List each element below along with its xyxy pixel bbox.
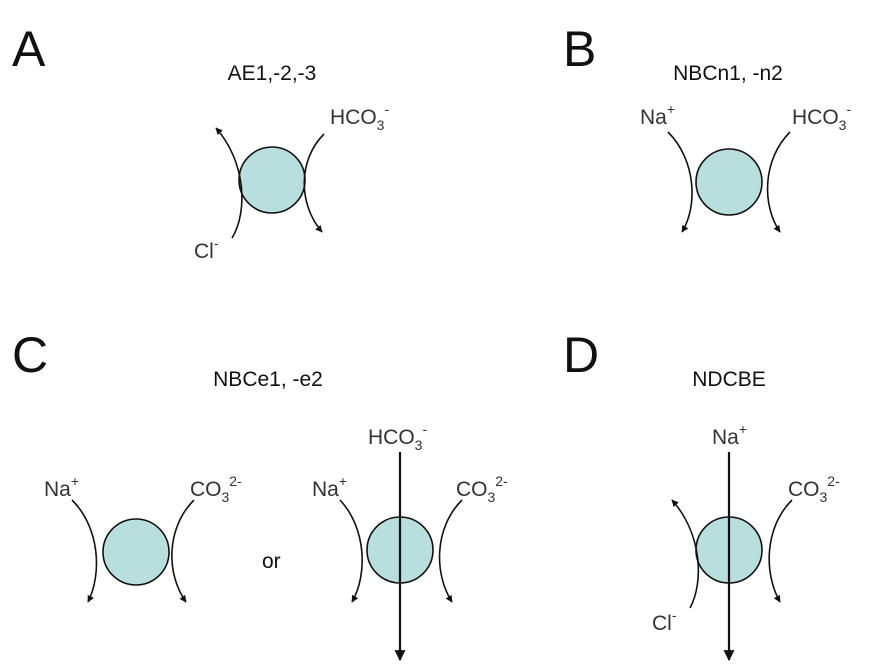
cl-flux-arrow-a: [215, 127, 243, 239]
panel-a: A AE1,-2,-3 Cl- HCO3-: [12, 21, 389, 263]
co3-flux-arrow-d: [768, 499, 793, 603]
transporter-name-d: NDCBE: [692, 368, 766, 391]
panel-letter-b: B: [563, 21, 596, 77]
panel-c: C NBCe1, -e2 Na+ CO32- or HCO3- Na+ CO32…: [12, 327, 508, 662]
ion-label-co3-c-right: CO32-: [456, 473, 508, 505]
panel-b: B NBCn1, -n2 Na+ HCO3-: [563, 21, 851, 233]
panel-letter-d: D: [563, 327, 599, 383]
transporter-name-c: NBCe1, -e2: [213, 368, 323, 391]
ion-label-hco3-a: HCO3-: [330, 101, 389, 133]
ion-label-co3-d: CO32-: [788, 473, 840, 505]
transporter-circle-c-left: [102, 518, 170, 586]
ion-label-na-b: Na+: [640, 101, 675, 129]
panel-letter-a: A: [12, 21, 46, 77]
transporter-name-b: NBCn1, -n2: [673, 62, 783, 85]
transporter-circle-a: [238, 146, 306, 214]
ion-label-cl-a: Cl-: [194, 235, 219, 263]
panel-d: D NDCBE Na+ Cl- CO32-: [563, 327, 840, 662]
ion-label-co3-c-left: CO32-: [190, 473, 242, 505]
hco3-flux-arrow-b: [766, 131, 791, 233]
hco3-flux-arrow-a: [303, 133, 325, 233]
ion-label-na-c-right: Na+: [312, 473, 347, 501]
transporter-circle-b: [695, 148, 763, 216]
ion-label-na-d: Na+: [712, 421, 747, 449]
panel-letter-c: C: [12, 327, 48, 383]
na-flux-arrow-b: [667, 131, 693, 233]
co3-flux-arrow-c-left: [171, 499, 195, 603]
cl-flux-arrow-d: [671, 499, 700, 609]
ion-label-na-c-left: Na+: [44, 473, 79, 501]
or-label: or: [262, 550, 281, 573]
transporter-name-a: AE1,-2,-3: [228, 62, 317, 85]
na-flux-arrow-c-left: [71, 499, 98, 603]
ion-label-cl-d: Cl-: [652, 607, 677, 635]
na-flux-arrow-c-right: [339, 499, 363, 603]
ion-label-hco3-c-right: HCO3-: [368, 421, 427, 453]
ion-label-hco3-b: HCO3-: [792, 101, 851, 133]
co3-flux-arrow-c-right: [438, 499, 463, 603]
